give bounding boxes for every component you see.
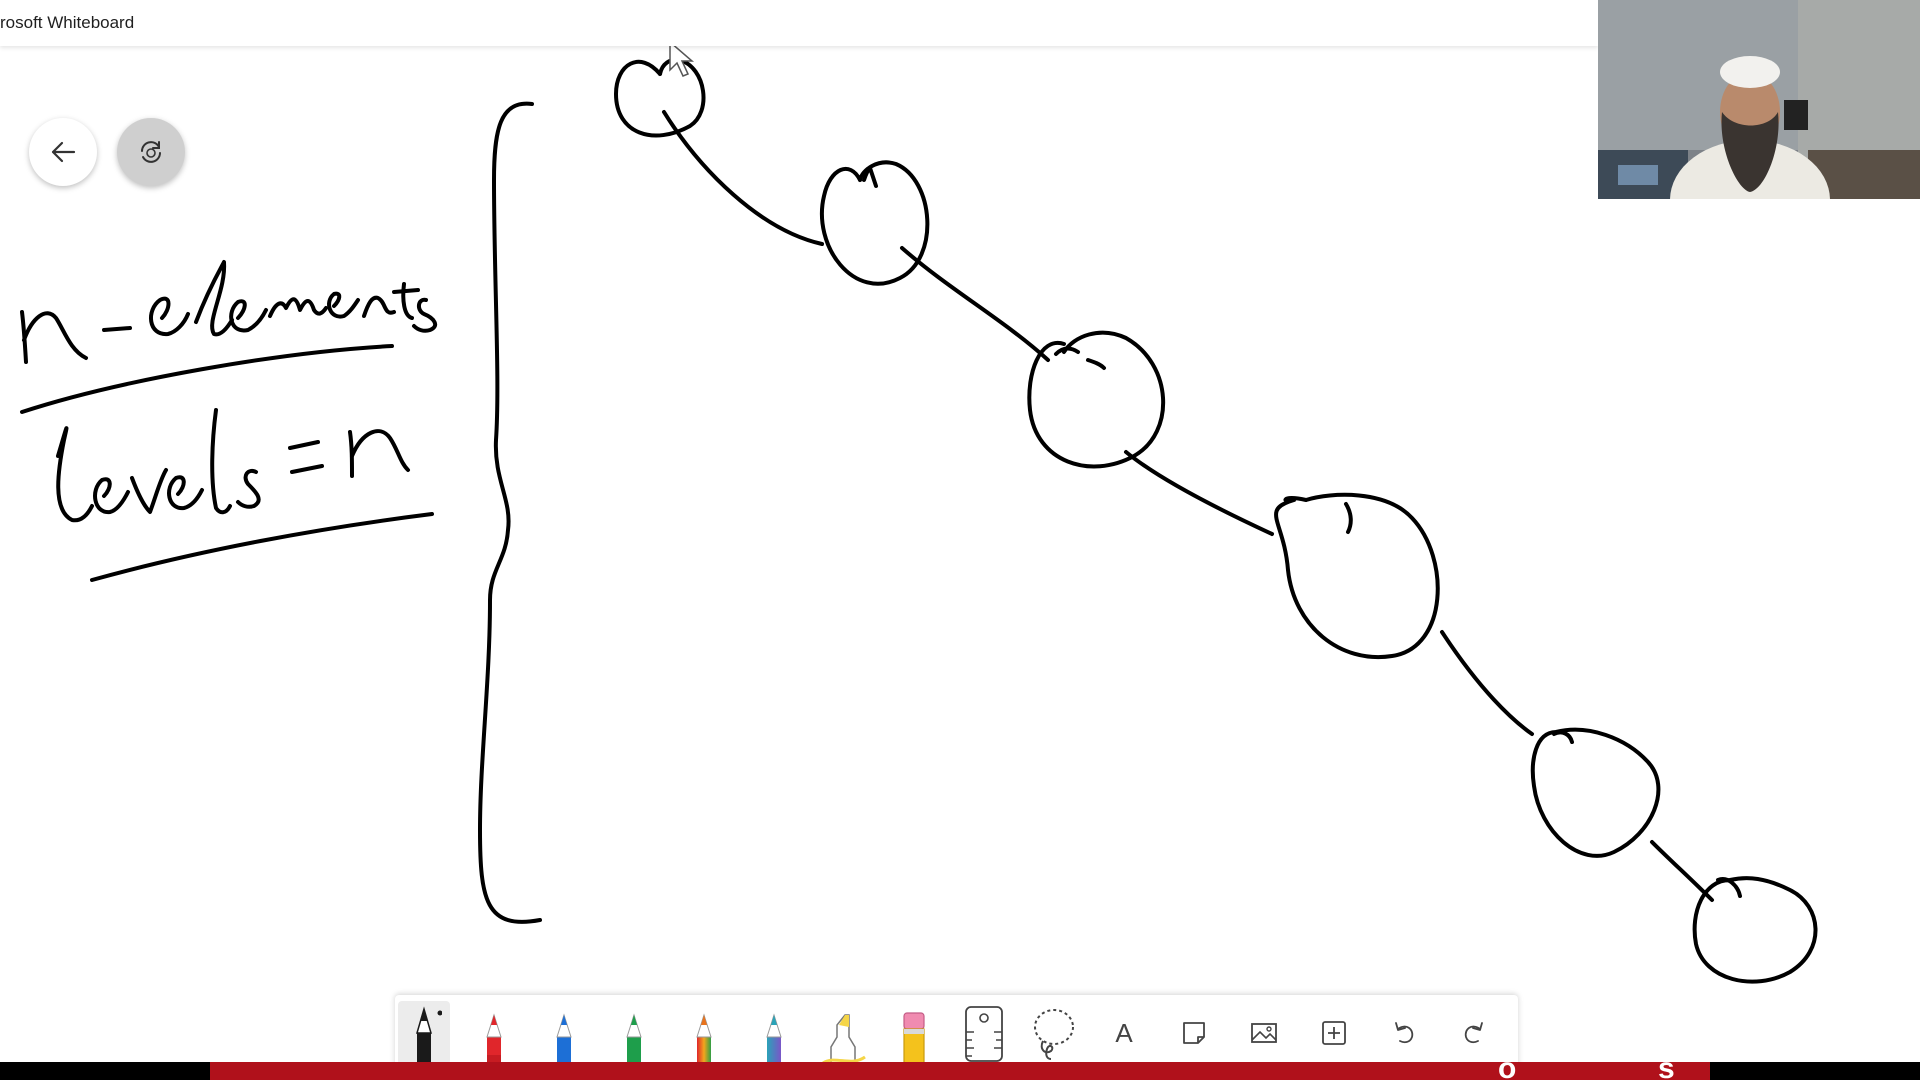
eraser-icon: [903, 1012, 925, 1065]
curly-brace: [478, 101, 542, 924]
image-icon: [1251, 1023, 1277, 1043]
text-icon: A: [1115, 1017, 1133, 1048]
title-bar: rosoft Whiteboard: [0, 0, 1598, 46]
mouse-pointer-icon: [669, 40, 695, 77]
banner-letter: o: [1498, 1052, 1517, 1085]
tree-node: [1027, 330, 1165, 469]
pen-green-tool[interactable]: [608, 1001, 660, 1065]
highlighter-icon: [822, 1014, 866, 1065]
pen-icon: [766, 1013, 782, 1065]
lasso-icon: [1034, 1009, 1074, 1060]
highlighter-tool[interactable]: [818, 1001, 870, 1065]
pen-rainbow-tool[interactable]: [678, 1001, 730, 1065]
pen-black-tool[interactable]: [398, 1001, 450, 1065]
redo-button[interactable]: [1448, 1001, 1500, 1065]
tree-node: [820, 160, 930, 286]
tree-node: [1692, 876, 1818, 984]
tree-node: [1274, 492, 1440, 660]
ink-toolbar: A: [395, 995, 1518, 1070]
bottom-video-strip: o s: [0, 1052, 1920, 1085]
arrow-left-icon: [51, 141, 76, 163]
undo-button[interactable]: [1378, 1001, 1430, 1065]
image-tool[interactable]: [1238, 1001, 1290, 1065]
back-button[interactable]: [29, 118, 97, 186]
undo-icon: [1395, 1022, 1414, 1044]
pen-blue-tool[interactable]: [538, 1001, 590, 1065]
refresh-cloud-icon: [141, 141, 161, 163]
ruler-tool[interactable]: [958, 1001, 1010, 1065]
pen-icon: [626, 1013, 642, 1065]
handwriting-n-elements: [20, 260, 438, 414]
red-banner: o s: [210, 1052, 1710, 1085]
banner-letter: s: [1658, 1052, 1675, 1085]
pen-red-tool[interactable]: [468, 1001, 520, 1065]
ruler-icon: [965, 1006, 1003, 1062]
insert-tool[interactable]: [1308, 1001, 1360, 1065]
redo-icon: [1464, 1022, 1483, 1044]
add-box-icon: [1322, 1021, 1346, 1045]
tree-node: [614, 57, 706, 138]
webcam-video: [1598, 0, 1920, 199]
tree-edges: [662, 110, 1714, 902]
handwriting-levels-n: [56, 408, 434, 582]
window-title: rosoft Whiteboard: [0, 13, 135, 32]
note-icon: [1183, 1022, 1205, 1044]
tree-node: [1530, 727, 1661, 858]
pen-icon: [416, 1006, 442, 1065]
pen-icon: [696, 1013, 712, 1065]
sync-button[interactable]: [117, 118, 185, 186]
pen-galaxy-tool[interactable]: [748, 1001, 800, 1065]
text-tool[interactable]: A: [1098, 1001, 1150, 1065]
lasso-tool[interactable]: [1028, 1001, 1080, 1065]
pen-icon: [486, 1013, 502, 1065]
eraser-tool[interactable]: [888, 1001, 940, 1065]
note-tool[interactable]: [1168, 1001, 1220, 1065]
pen-icon: [556, 1013, 572, 1065]
